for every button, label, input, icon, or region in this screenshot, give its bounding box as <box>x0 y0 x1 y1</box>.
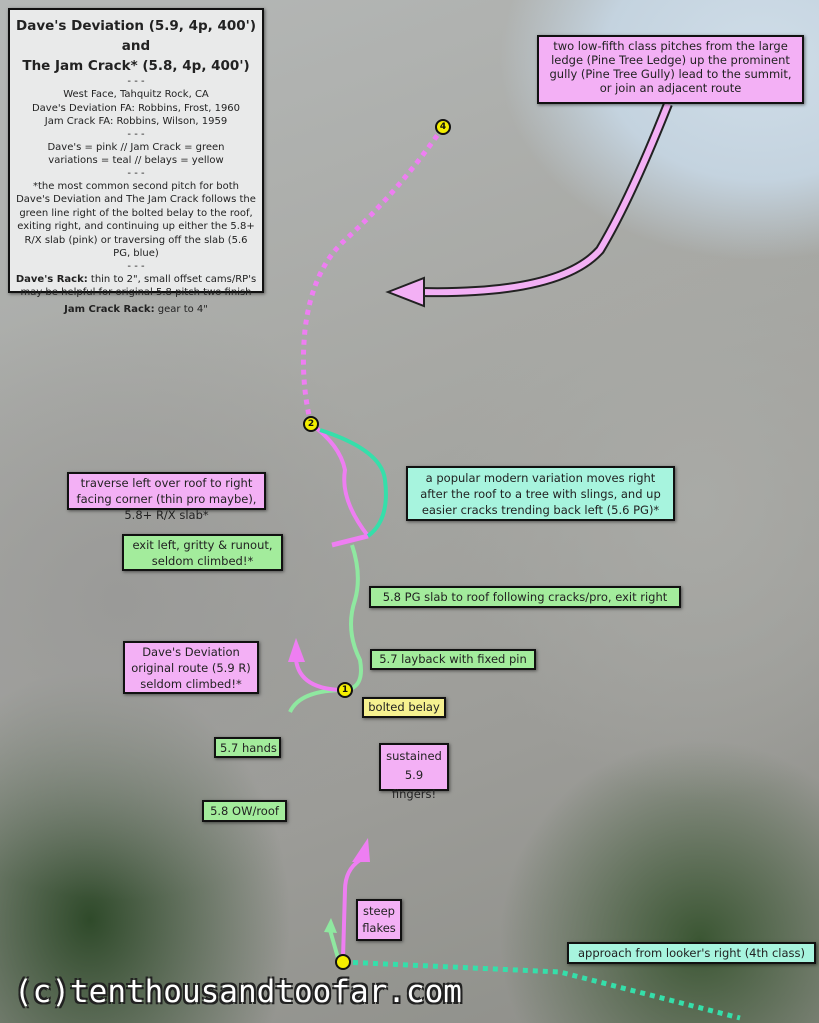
summit-arrow-line <box>419 102 673 298</box>
upper-dotted-line <box>300 125 446 425</box>
daves-pitch1 <box>341 858 362 959</box>
approach-note: approach from looker's right (4th class) <box>567 942 816 964</box>
hands-note: 5.7 hands <box>214 737 281 758</box>
exit-left-note: exit left, gritty & runout, seldom climb… <box>122 534 283 571</box>
location: West Face, Tahquitz Rock, CA <box>63 89 209 100</box>
jam-rack: Jam Crack Rack: gear to 4" <box>15 303 257 317</box>
route-info-box: Dave's Deviation (5.9, 4p, 400') and The… <box>8 8 264 315</box>
sustained-note: sustained 5.9 fingers! <box>379 743 449 801</box>
belay-2-marker: 2 <box>303 416 319 432</box>
legend-line-2: variations = teal // belays = yellow <box>48 155 224 166</box>
legend-line-1: Dave's = pink // Jam Crack = green <box>47 141 225 153</box>
ow-roof-note: 5.8 OW/roof <box>202 800 287 822</box>
steep-flakes-note: steep flakes <box>356 899 402 941</box>
exit-left-line <box>331 533 369 548</box>
title-line-1: Dave's Deviation (5.9, 4p, 400') and <box>16 18 256 54</box>
belay-4-marker: 4 <box>435 119 451 135</box>
daves-original-arrow <box>288 638 305 662</box>
separator: - - - <box>127 128 145 140</box>
summit-note: two low-fifth class pitches from the lar… <box>537 35 804 104</box>
daves-rack-label: Dave's Rack: <box>15 273 88 285</box>
fa-jam: Jam Crack FA: Robbins, Wilson, 1959 <box>44 116 228 127</box>
summit-arrowhead <box>385 276 425 308</box>
traverse-note: traverse left over roof to right facing … <box>67 472 266 522</box>
title-line-2: The Jam Crack* (5.8, 4p, 400') <box>22 58 250 74</box>
slab-note: 5.8 PG slab to roof following cracks/pro… <box>369 586 681 608</box>
variation-line <box>319 428 388 538</box>
fa-daves: Dave's Deviation FA: Robbins, Frost, 196… <box>31 102 241 114</box>
jam-crack-pitch2 <box>344 544 363 692</box>
start-marker <box>335 954 351 970</box>
separator: - - - <box>127 167 145 179</box>
watermark: (c)tenthousandtoofar.com <box>14 974 462 1010</box>
pitch-note: *the most common second pitch for both D… <box>16 180 256 260</box>
daves-rack: Dave's Rack: thin to 2", small offset ca… <box>15 273 257 300</box>
jam-crack-arrow <box>324 918 337 933</box>
traverse-line <box>309 422 370 538</box>
belay-1-marker: 1 <box>337 682 353 698</box>
daves-original-note: Dave's Deviation original route (5.9 R) … <box>123 641 259 694</box>
separator: - - - <box>127 260 145 272</box>
variation-note: a popular modern variation moves right a… <box>406 466 675 521</box>
daves-rack-text: thin to 2", small offset cams/RP's may b… <box>20 273 257 299</box>
jam-rack-label: Jam Crack Rack: <box>64 303 155 315</box>
jam-rack-text: gear to 4" <box>154 303 208 315</box>
bolted-belay-label: bolted belay <box>362 697 446 718</box>
jam-crack-pitch1 <box>328 929 340 959</box>
separator: - - - <box>127 76 145 87</box>
daves-pitch1-arrow <box>352 838 370 862</box>
layback-note: 5.7 layback with fixed pin <box>370 649 536 670</box>
approach-line <box>342 959 741 1021</box>
